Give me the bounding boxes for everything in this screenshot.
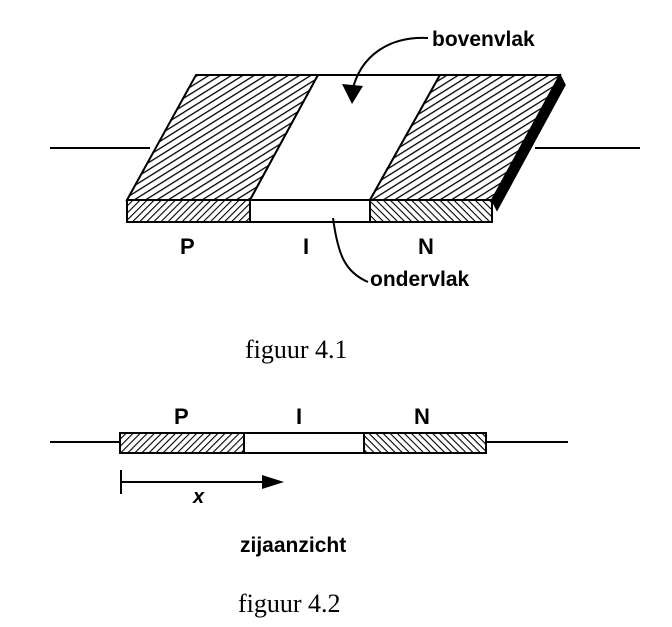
front-face-p-region <box>126 199 251 223</box>
ondervlak-pointer <box>332 217 369 283</box>
caption-figure-4-1: figuur 4.1 <box>245 335 348 364</box>
x-axis-label: x <box>192 486 205 508</box>
side-view-p-region <box>119 432 245 454</box>
zijaanzicht-label: zijaanzicht <box>240 534 346 557</box>
front-face-n-region <box>369 199 493 223</box>
side-region-label-n: N <box>414 404 430 429</box>
region-label-p: P <box>180 234 195 259</box>
side-view-n-region <box>363 432 487 454</box>
bovenvlak-label: bovenvlak <box>432 28 535 51</box>
region-label-n: N <box>418 234 434 259</box>
figure-4-1: bovenvlak ondervlak P I N figuur 4.1 <box>50 28 640 364</box>
caption-figure-4-2: figuur 4.2 <box>238 589 341 618</box>
front-face-i-region <box>249 199 371 223</box>
side-region-label-p: P <box>174 404 189 429</box>
side-view-i-region <box>243 432 365 454</box>
figure-4-2: P I N x zijaanzicht figuur 4.2 <box>50 404 568 618</box>
region-label-i: I <box>303 234 309 259</box>
side-region-label-i: I <box>296 404 302 429</box>
x-axis-arrowhead <box>262 475 284 489</box>
bovenvlak-arrow <box>351 36 429 93</box>
ondervlak-label: ondervlak <box>370 268 470 291</box>
right-edge-face <box>491 73 566 212</box>
bovenvlak-arrowhead <box>342 84 363 104</box>
